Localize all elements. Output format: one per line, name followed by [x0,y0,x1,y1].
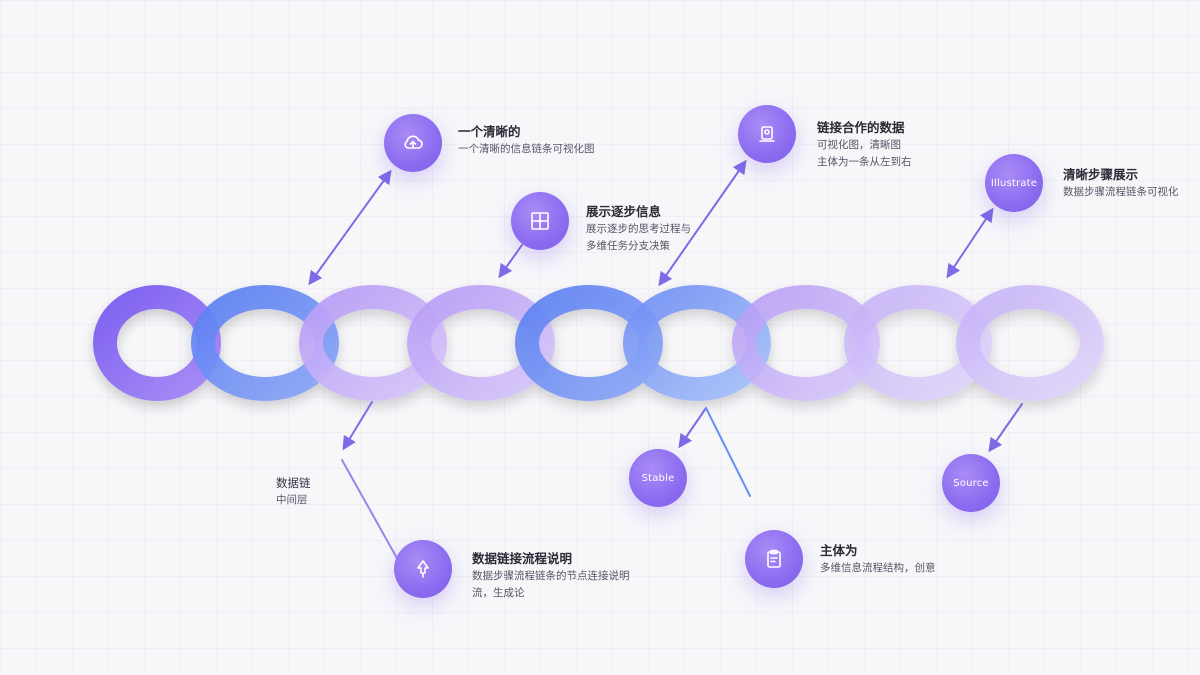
cloud-upload-icon [404,135,423,149]
node-2-desc-1: 展示逐步的思考过程与 [586,223,691,235]
node-7-desc: 多维信息流程结构，创意 [820,562,936,574]
text-badge-icon: Stable [641,472,675,484]
side-note-title: 数据链 [276,476,311,490]
node-stable[interactable]: Stable [629,449,687,507]
node-illustrate[interactable]: Illustrate [985,154,1043,212]
node-cloud-upload[interactable] [384,114,442,172]
node-4-title: 清晰步骤展示 [1063,167,1139,182]
clipboard-icon [767,549,781,568]
connector-2 [498,244,523,279]
node-5-desc-2: 流，生成论 [472,587,525,599]
node-3-title: 链接合作的数据 [817,120,905,135]
connector-6 [341,459,399,561]
chain-ring-4 [407,285,555,401]
side-note-desc: 中间层 [276,494,308,506]
node-5-desc-1: 数据步骤流程链条的节点连接说明 [472,570,630,582]
text-badge-icon: Source [953,477,989,489]
connector-7 [678,407,707,449]
node-upload[interactable] [394,540,452,598]
node-document[interactable] [738,105,796,163]
connector-9 [988,403,1023,453]
node-3-label: 链接合作的数据 可视化图，清晰图 主体为一条从左到右 [817,119,912,171]
chain-ring-9 [956,285,1104,401]
connector-8 [705,407,751,497]
node-4-desc: 数据步骤流程链条可视化 [1063,186,1179,198]
chain-ring-3 [299,285,447,401]
connector-1 [308,169,392,286]
node-4-label: 清晰步骤展示 数据步骤流程链条可视化 [1063,166,1179,201]
node-source[interactable]: Source [942,454,1000,512]
connector-4 [946,207,994,279]
node-2-title: 展示逐步信息 [586,204,662,219]
node-2-label: 展示逐步信息 展示逐步的思考过程与 多维任务分支决策 [586,203,691,255]
node-5-label: 数据链接流程说明 数据步骤流程链条的节点连接说明 流，生成论 [472,550,630,602]
node-1-label: 一个清晰的 一个清晰的信息链条可视化图 [458,123,595,158]
node-3-desc-2: 主体为一条从左到右 [817,156,912,168]
chain-ring-2 [191,285,339,401]
chain-ring-5 [515,285,663,401]
upload-icon [417,560,429,578]
connector-3 [658,159,747,287]
connector-5 [342,401,373,451]
chain-ring-6 [623,285,771,401]
node-grid[interactable] [511,192,569,250]
side-note: 数据链 中间层 [276,475,311,509]
node-7-title: 主体为 [820,543,858,558]
node-7-label: 主体为 多维信息流程结构，创意 [820,542,936,577]
node-5-title: 数据链接流程说明 [472,551,573,566]
node-2-desc-2: 多维任务分支决策 [586,240,670,252]
grid-icon [531,212,549,230]
node-1-desc: 一个清晰的信息链条可视化图 [458,143,595,155]
text-badge-icon: Illustrate [990,177,1038,189]
node-3-desc-1: 可视化图，清晰图 [817,139,901,151]
node-clipboard[interactable] [745,530,803,588]
document-icon [759,126,775,142]
node-1-title: 一个清晰的 [458,124,521,139]
